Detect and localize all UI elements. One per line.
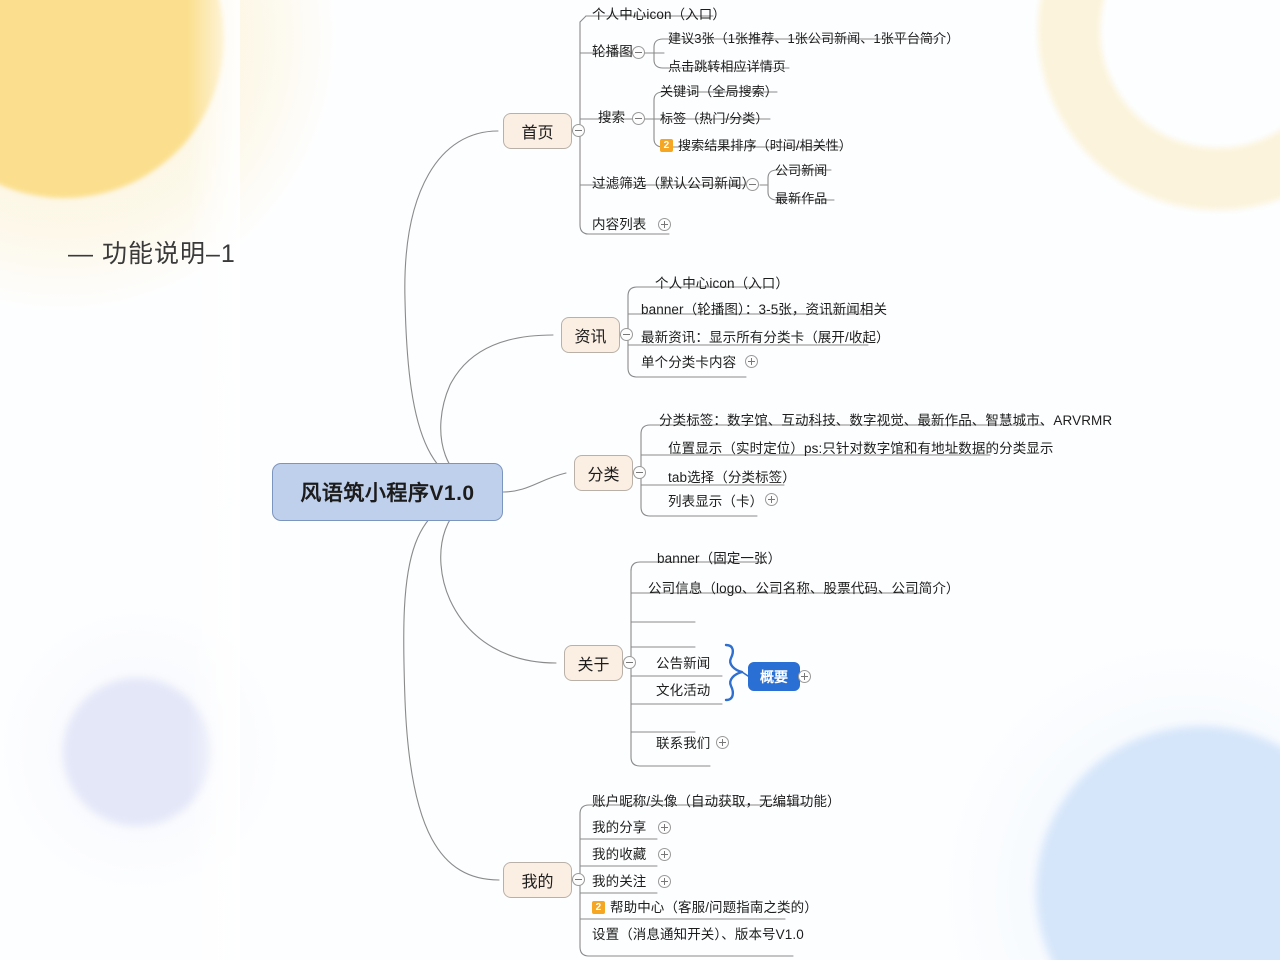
leaf-about-contact[interactable]: 联系我们 xyxy=(656,736,711,751)
leaf-home-search-sort[interactable]: 2 搜索结果排序（时间/相关性） xyxy=(660,139,852,152)
toggle-home-carousel[interactable] xyxy=(632,46,645,59)
leaf-mine-help-center-label: 帮助中心（客服/问题指南之类的） xyxy=(610,900,818,915)
leaf-home-filter-latest-works[interactable]: 最新作品 xyxy=(775,191,828,206)
leaf-category-tags[interactable]: 分类标签：数字馆、互动科技、数字视觉、最新作品、智慧城市、ARVRMR xyxy=(659,413,1113,428)
toggle-home-filter[interactable] xyxy=(746,178,759,191)
toggle-about-contact[interactable] xyxy=(716,736,729,749)
leaf-mine-account[interactable]: 账户昵称/头像（自动获取，无编辑功能） xyxy=(592,794,841,809)
leaf-about-company-info[interactable]: 公司信息（logo、公司名称、股票代码、公司简介） xyxy=(648,581,960,596)
root-node[interactable]: 风语筑小程序V1.0 xyxy=(272,463,503,521)
leaf-category-tab[interactable]: tab选择（分类标签） xyxy=(668,470,796,485)
branch-node-news[interactable]: 资讯 xyxy=(561,317,620,353)
leaf-home-filter[interactable]: 过滤筛选（默认公司新闻） xyxy=(592,176,756,191)
toggle-mine-following[interactable] xyxy=(658,875,671,888)
leaf-mine-following[interactable]: 我的关注 xyxy=(592,874,647,889)
leaf-home-search-keyword[interactable]: 关键词（全局搜索） xyxy=(660,84,778,99)
leaf-home-content-list[interactable]: 内容列表 xyxy=(592,217,647,232)
summary-node-about[interactable]: 概要 xyxy=(748,662,800,691)
toggle-news-single-card[interactable] xyxy=(745,355,758,368)
leaf-about-banner[interactable]: banner（固定一张） xyxy=(657,551,782,566)
toggle-mine-favorites[interactable] xyxy=(658,848,671,861)
leaf-home-search[interactable]: 搜索 xyxy=(598,110,626,125)
branch-node-mine[interactable]: 我的 xyxy=(503,862,572,898)
toggle-about-summary[interactable] xyxy=(798,670,811,683)
toggle-category[interactable] xyxy=(633,466,646,479)
branch-node-category[interactable]: 分类 xyxy=(574,455,633,491)
toggle-mine-shares[interactable] xyxy=(658,821,671,834)
toggle-about[interactable] xyxy=(623,656,636,669)
leaf-mine-settings[interactable]: 设置（消息通知开关）、版本号V1.0 xyxy=(592,927,804,942)
badge-icon: 2 xyxy=(592,901,605,915)
branch-node-about[interactable]: 关于 xyxy=(564,645,623,681)
leaf-about-culture[interactable]: 文化活动 xyxy=(656,683,711,698)
toggle-home-search[interactable] xyxy=(632,112,645,125)
leaf-about-announcement[interactable]: 公告新闻 xyxy=(656,656,711,671)
leaf-news-banner[interactable]: banner（轮播图）：3-5张，资讯新闻相关 xyxy=(641,302,888,317)
page-title: — 功能说明–1 xyxy=(68,240,236,268)
toggle-home-content-list[interactable] xyxy=(658,218,671,231)
leaf-home-filter-company-news[interactable]: 公司新闻 xyxy=(775,163,828,178)
leaf-home-carousel[interactable]: 轮播图 xyxy=(592,44,633,59)
leaf-mine-help-center[interactable]: 2 帮助中心（客服/问题指南之类的） xyxy=(592,901,818,915)
toggle-mine[interactable] xyxy=(572,873,585,886)
leaf-home-carousel-jump[interactable]: 点击跳转相应详情页 xyxy=(668,59,786,74)
leaf-category-list[interactable]: 列表显示（卡） xyxy=(668,494,764,509)
leaf-home-search-sort-label: 搜索结果排序（时间/相关性） xyxy=(678,138,853,153)
leaf-home-search-tag[interactable]: 标签（热门/分类） xyxy=(660,111,769,126)
leaf-news-personal-center[interactable]: 个人中心icon（入口） xyxy=(655,276,789,291)
leaf-home-carousel-count[interactable]: 建议3张（1张推荐、1张公司新闻、1张平台简介） xyxy=(668,31,960,46)
leaf-home-personal-center[interactable]: 个人中心icon（入口） xyxy=(592,7,726,22)
branch-node-home[interactable]: 首页 xyxy=(503,113,572,149)
leaf-category-location[interactable]: 位置显示（实时定位）ps:只针对数字馆和有地址数据的分类显示 xyxy=(668,441,1054,456)
leaf-mine-shares[interactable]: 我的分享 xyxy=(592,820,647,835)
badge-icon: 2 xyxy=(660,139,673,152)
leaf-mine-favorites[interactable]: 我的收藏 xyxy=(592,847,647,862)
toggle-home[interactable] xyxy=(572,124,585,137)
toggle-category-list[interactable] xyxy=(765,493,778,506)
leaf-news-single-card[interactable]: 单个分类卡内容 xyxy=(641,355,737,370)
toggle-news[interactable] xyxy=(620,328,633,341)
leaf-news-latest[interactable]: 最新资讯：显示所有分类卡（展开/收起） xyxy=(641,330,890,345)
